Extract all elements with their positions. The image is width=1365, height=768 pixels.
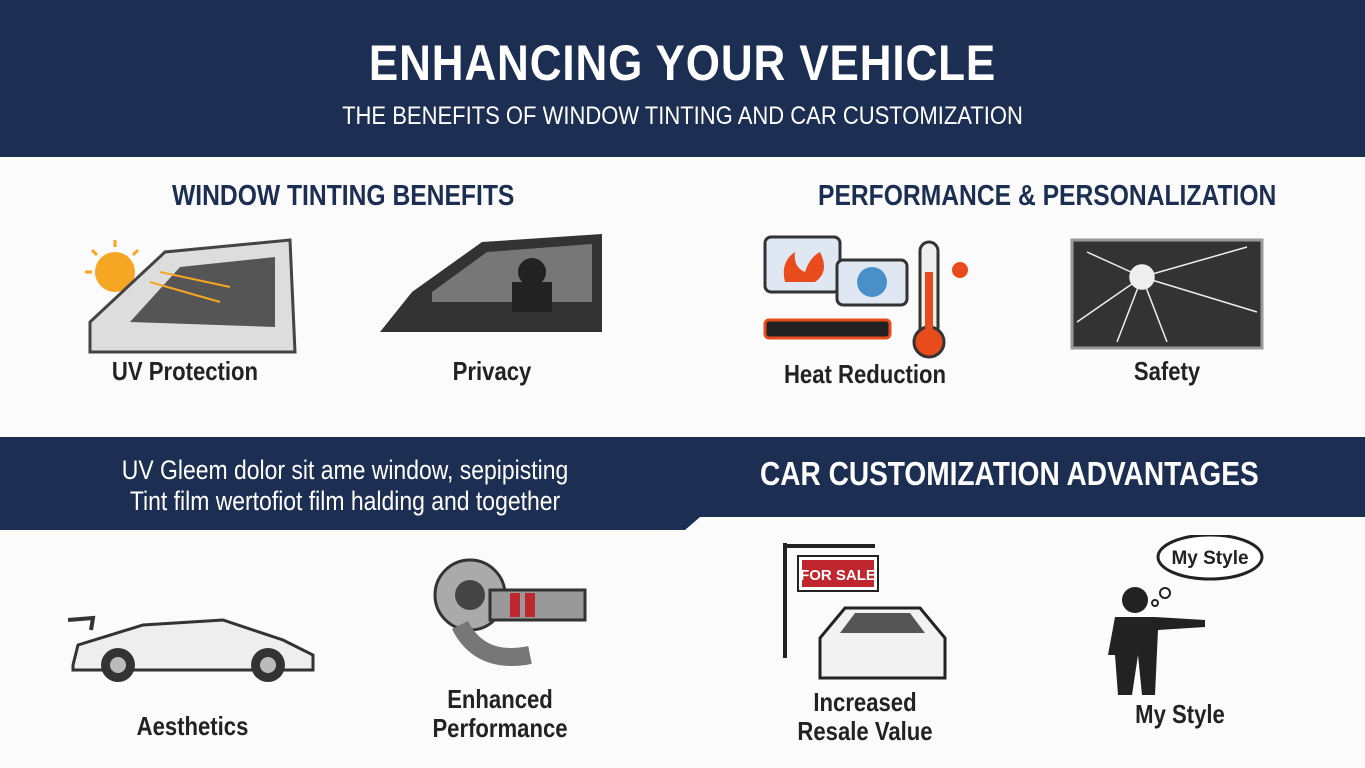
label-performance: Performance xyxy=(432,713,568,743)
label-privacy: Privacy xyxy=(452,356,532,386)
band-line-2: Tint film wertofiot film halding and tog… xyxy=(129,486,561,516)
label-resale: Resale Value xyxy=(797,716,933,746)
item-heat-reduction: Heat Reduction xyxy=(745,232,985,389)
header-banner: ENHANCING YOUR VEHICLE THE BENEFITS OF W… xyxy=(0,0,1365,157)
section-title-customization: CAR CUSTOMIZATION ADVANTAGES xyxy=(760,455,1259,492)
for-sale-car-icon: FOR SALE xyxy=(783,543,947,680)
thought-bubble-text: My Style xyxy=(1171,548,1248,569)
info-band xyxy=(0,437,1365,530)
label-uv-protection: UV Protection xyxy=(111,356,259,386)
for-sale-sign-text: FOR SALE xyxy=(800,567,876,584)
page-title: ENHANCING YOUR VEHICLE xyxy=(368,35,997,91)
item-safety: Safety xyxy=(1047,232,1287,386)
item-privacy: Privacy xyxy=(372,232,612,386)
item-aesthetics: Aesthetics xyxy=(60,600,325,741)
label-enhanced: Enhanced xyxy=(447,684,553,714)
band-line-1: UV Gleem dolor sit ame window, sepipisti… xyxy=(121,455,569,485)
person-thought-icon: My Style xyxy=(1108,535,1264,695)
item-my-style: My Style My Style xyxy=(1060,535,1300,729)
section-title-performance: PERFORMANCE & PERSONALIZATION xyxy=(818,180,1277,212)
heat-reduction-icon xyxy=(763,235,968,359)
section-title-tinting: WINDOW TINTING BENEFITS xyxy=(172,180,515,212)
exhaust-turbo-icon xyxy=(433,558,587,666)
uv-car-window-icon xyxy=(85,238,297,354)
item-uv-protection: UV Protection xyxy=(65,232,305,386)
sports-car-icon xyxy=(67,615,314,682)
label-increased: Increased xyxy=(813,687,917,717)
band-description: UV Gleem dolor sit ame window, sepipisti… xyxy=(103,455,588,517)
page-subtitle: THE BENEFITS OF WINDOW TINTING AND CAR C… xyxy=(342,102,1023,130)
label-my-style: My Style xyxy=(1135,699,1225,729)
privacy-car-icon xyxy=(380,234,602,332)
label-safety: Safety xyxy=(1133,356,1201,386)
cracked-glass-icon xyxy=(1070,238,1264,350)
label-heat-reduction: Heat Reduction xyxy=(783,359,947,389)
label-aesthetics: Aesthetics xyxy=(136,711,249,741)
